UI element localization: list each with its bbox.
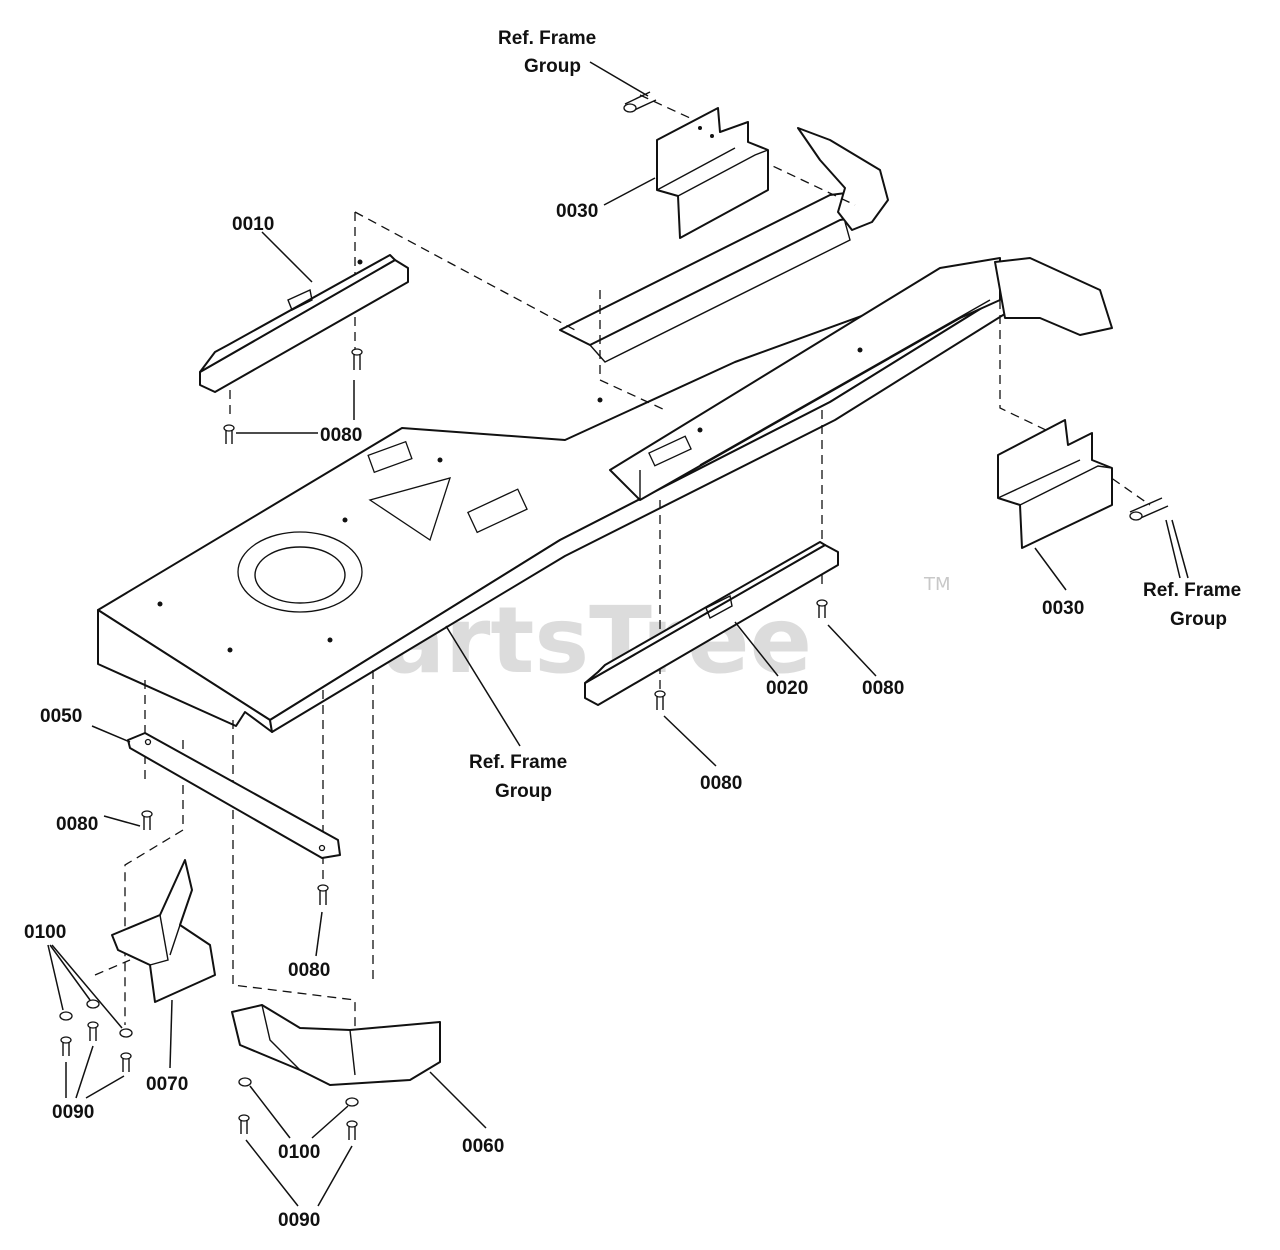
label-0080-d: 0080	[700, 773, 742, 794]
label-0080-e: 0080	[56, 814, 98, 835]
label-0080-a: 0080	[320, 425, 362, 446]
washer-0100-2	[86, 999, 100, 1009]
label-0030-top: 0030	[556, 201, 598, 222]
part-0020-bracket[interactable]	[584, 541, 839, 706]
part-0070-guard[interactable]	[111, 859, 216, 1003]
screw-0090-2	[87, 1021, 99, 1041]
label-0060: 0060	[462, 1136, 504, 1157]
washer-0100-1	[59, 1011, 73, 1021]
screw-0090-5	[346, 1120, 358, 1140]
part-0050-strap[interactable]	[127, 732, 341, 859]
label-0090-left: 0090	[52, 1102, 94, 1123]
callout-labels: Ref. Frame Group 0030 0010 0080 Ref. Fra…	[24, 28, 1241, 1231]
label-0080-f: 0080	[288, 960, 330, 981]
label-ref-frame-group-top-1: Ref. Frame	[498, 28, 596, 49]
screw-0080-d	[654, 690, 666, 710]
leader-lines	[47, 61, 1189, 1207]
label-0080-c: 0080	[862, 678, 904, 699]
washer-0100-4	[238, 1077, 252, 1087]
screw-0090-1	[60, 1036, 72, 1056]
washer-0100-5	[345, 1097, 359, 1107]
label-0090-bottom: 0090	[278, 1210, 320, 1231]
part-0030-top-bracket[interactable]	[656, 107, 769, 239]
screw-0080-c	[816, 599, 828, 618]
washer-0100-3	[119, 1028, 133, 1038]
label-ref-frame-group-center-2: Group	[495, 781, 552, 802]
screw-0080-b	[223, 424, 235, 444]
label-0020: 0020	[766, 678, 808, 699]
part-0010-bracket[interactable]	[199, 254, 409, 393]
screw-0080-f	[317, 884, 329, 905]
label-ref-frame-group-right-1: Ref. Frame	[1143, 580, 1241, 601]
label-ref-frame-group-center-1: Ref. Frame	[469, 752, 567, 773]
label-0010: 0010	[232, 214, 274, 235]
part-0060-guard[interactable]	[231, 1004, 441, 1086]
label-0070: 0070	[146, 1074, 188, 1095]
label-ref-frame-group-top-2: Group	[524, 56, 581, 77]
label-0100-left: 0100	[24, 922, 66, 943]
screw-0080-a	[351, 348, 363, 370]
screw-0090-3	[120, 1052, 132, 1072]
main-frame[interactable]	[97, 127, 1113, 733]
label-0030-right: 0030	[1042, 598, 1084, 619]
ref-frame-pin-right	[1129, 497, 1169, 521]
label-ref-frame-group-right-2: Group	[1170, 609, 1227, 630]
fasteners	[59, 348, 828, 1140]
screw-0090-4	[238, 1114, 250, 1134]
screw-0080-e	[141, 810, 153, 830]
label-0100-bottom: 0100	[278, 1142, 320, 1163]
part-0030-right-bracket[interactable]	[997, 419, 1113, 549]
label-0050: 0050	[40, 706, 82, 727]
watermark-trademark: TM	[923, 574, 951, 595]
